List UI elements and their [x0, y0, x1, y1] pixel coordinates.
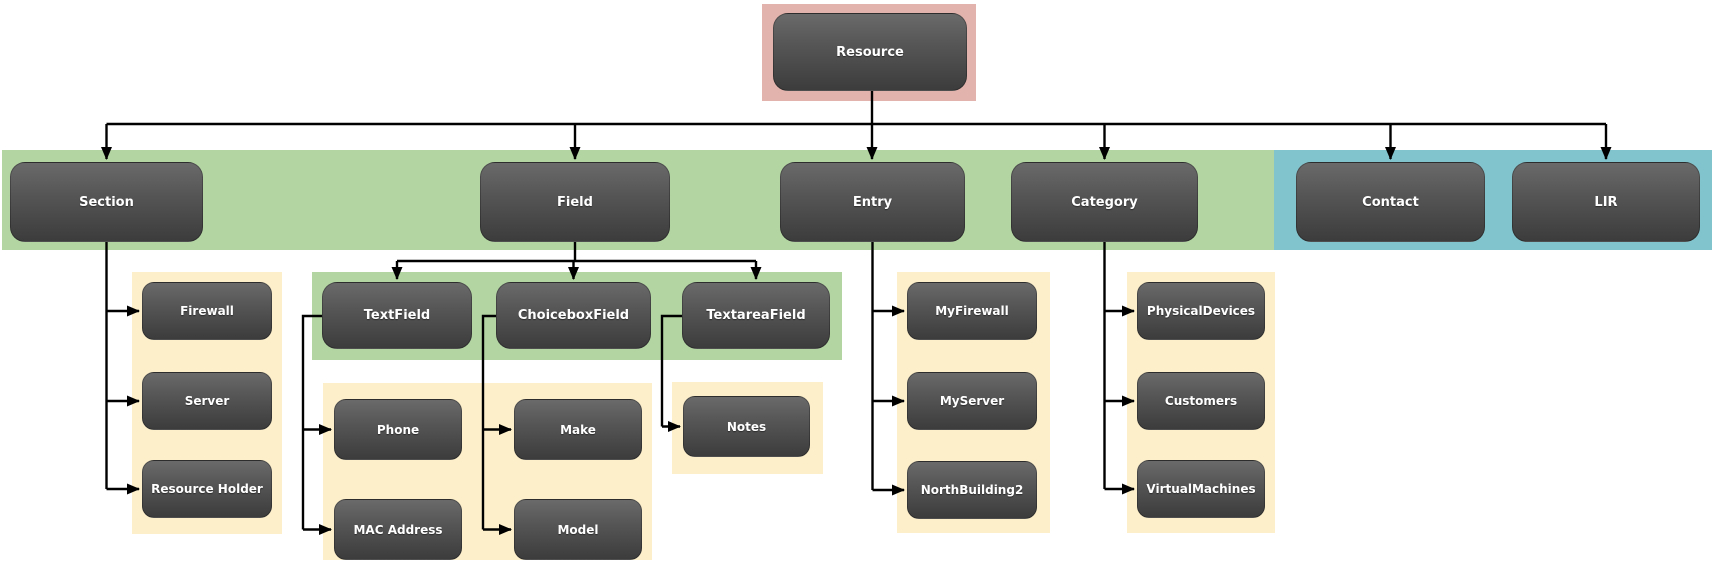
- node-make: Make: [514, 399, 642, 460]
- node-myserver: MyServer: [907, 372, 1037, 430]
- node-textareafield: TextareaField: [682, 282, 830, 349]
- node-section: Section: [10, 162, 203, 242]
- node-myfirewall: MyFirewall: [907, 282, 1037, 340]
- node-category: Category: [1011, 162, 1198, 242]
- node-entry: Entry: [780, 162, 965, 242]
- node-textfield: TextField: [322, 282, 472, 349]
- node-lir: LIR: [1512, 162, 1700, 242]
- node-field: Field: [480, 162, 670, 242]
- node-virtualmachines: VirtualMachines: [1137, 460, 1265, 518]
- node-notes: Notes: [683, 396, 810, 457]
- node-contact: Contact: [1296, 162, 1485, 242]
- node-phone: Phone: [334, 399, 462, 460]
- node-model: Model: [514, 499, 642, 560]
- node-resource: Resource: [773, 13, 967, 91]
- node-mac-address: MAC Address: [334, 499, 462, 560]
- node-customers: Customers: [1137, 372, 1265, 430]
- node-choiceboxfield: ChoiceboxField: [496, 282, 651, 349]
- node-firewall: Firewall: [142, 282, 272, 340]
- node-resource-holder: Resource Holder: [142, 460, 272, 518]
- node-physicaldevices: PhysicalDevices: [1137, 282, 1265, 340]
- node-server: Server: [142, 372, 272, 430]
- node-northbuilding2: NorthBuilding2: [907, 461, 1037, 519]
